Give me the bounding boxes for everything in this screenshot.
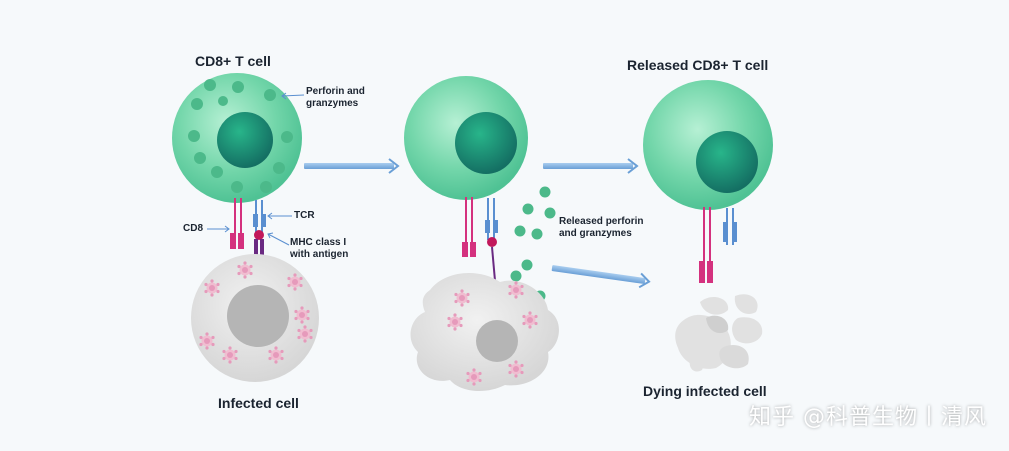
granules-1	[188, 79, 293, 193]
title-released-cd8-t-cell: Released CD8+ T cell	[627, 57, 769, 73]
dying-cell-fragments	[675, 294, 763, 372]
receptors-3	[699, 207, 737, 283]
receptors-1	[230, 198, 266, 255]
label-released-line2: and granzymes	[559, 228, 632, 239]
title-infected-cell: Infected cell	[218, 395, 299, 411]
arrow-2	[543, 158, 639, 174]
arrow-1	[304, 158, 400, 174]
label-perforin-line1: Perforin and	[306, 86, 365, 97]
label-pointers	[207, 92, 305, 246]
infected-cell-1	[191, 254, 319, 382]
label-mhc: MHC class I with antigen	[290, 237, 348, 261]
label-tcr: TCR	[294, 210, 315, 221]
label-mhc-line1: MHC class I	[290, 237, 347, 248]
label-perforin-line2: granzymes	[306, 98, 359, 109]
infected-cell-2	[410, 272, 559, 392]
title-dying-infected-cell: Dying infected cell	[643, 383, 767, 399]
t-cell-2	[404, 76, 528, 200]
label-perforin-granzymes: Perforin and granzymes	[306, 86, 365, 110]
t-cell-1	[172, 73, 302, 203]
label-released-line1: Released perforin	[559, 216, 644, 227]
label-released-perforin: Released perforin and granzymes	[559, 216, 643, 240]
label-cd8: CD8	[183, 223, 204, 234]
arrow-3	[551, 265, 651, 289]
watermark: 知乎 @科普生物丨清风	[749, 405, 987, 430]
receptors-2	[462, 197, 498, 293]
t-cell-3	[643, 80, 773, 210]
title-cd8-t-cell: CD8+ T cell	[195, 53, 271, 69]
label-mhc-line2: with antigen	[290, 249, 349, 260]
